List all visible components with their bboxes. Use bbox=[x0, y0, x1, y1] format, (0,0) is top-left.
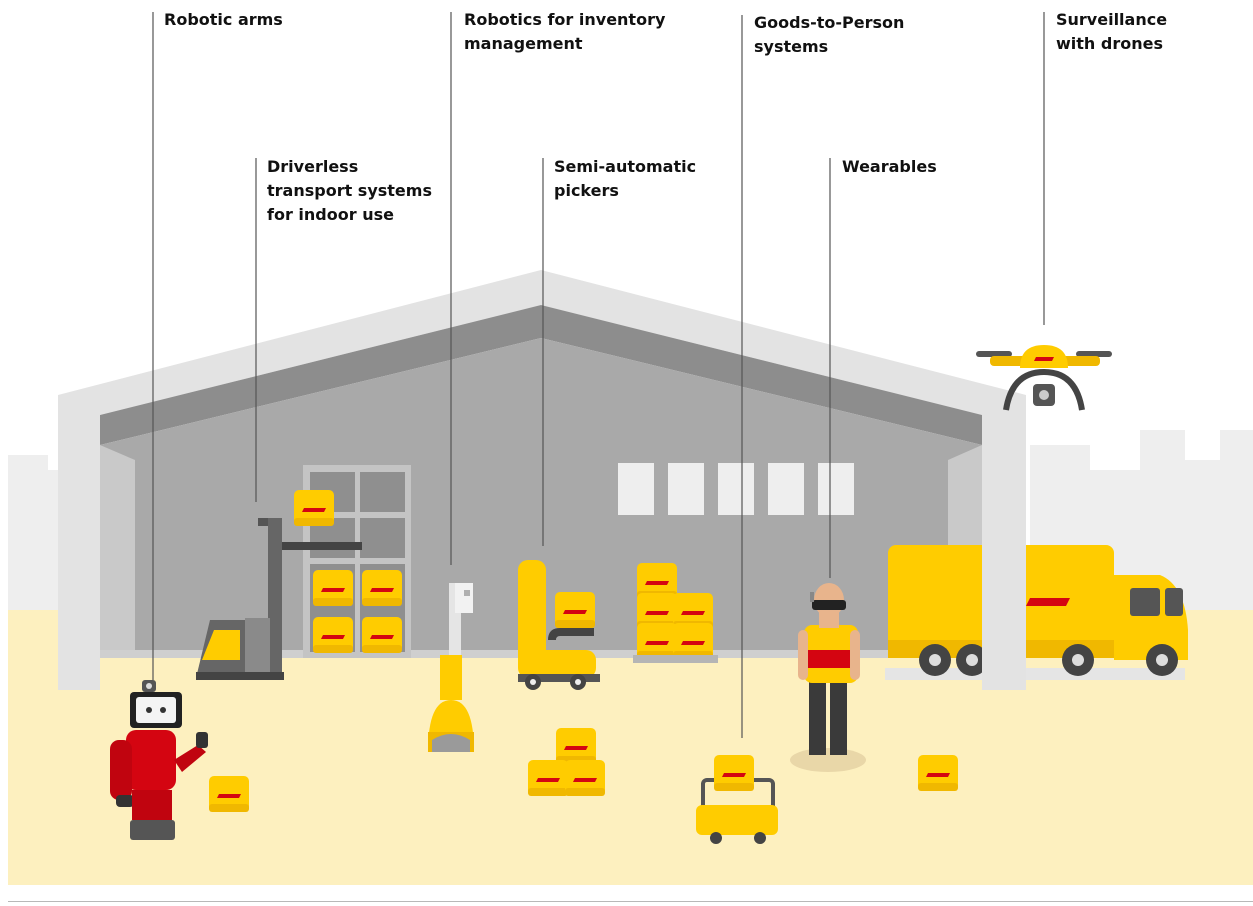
label-drones: Surveillance with drones bbox=[1056, 10, 1168, 53]
parcel-icon bbox=[209, 776, 249, 812]
worker-with-smart-glasses-icon bbox=[790, 583, 866, 772]
label-inventory-robotics: Robotics for inventory management bbox=[464, 10, 666, 53]
storage-shelf bbox=[303, 465, 411, 658]
parcel-icon bbox=[918, 755, 958, 791]
warehouse-pillar bbox=[982, 395, 1026, 690]
semi-automatic-picker-icon bbox=[518, 560, 600, 690]
inventory-robot-icon bbox=[428, 583, 474, 752]
surveillance-drone-icon bbox=[976, 345, 1112, 411]
robotic-arm-icon bbox=[110, 680, 208, 840]
leader-lines bbox=[152, 12, 1045, 738]
label-goods-to-person: Goods-to-Person systems bbox=[754, 13, 905, 56]
bottom-divider bbox=[8, 901, 1253, 902]
label-wearables: Wearables bbox=[842, 157, 937, 176]
label-robotic-arms: Robotic arms bbox=[164, 10, 283, 29]
label-driverless: Driverless transport systems for indoor … bbox=[267, 157, 432, 224]
label-pickers: Semi-automatic pickers bbox=[554, 157, 697, 200]
goods-to-person-cart-icon bbox=[696, 755, 778, 844]
parcel-stack bbox=[633, 563, 718, 663]
driverless-forklift-icon bbox=[196, 490, 362, 680]
